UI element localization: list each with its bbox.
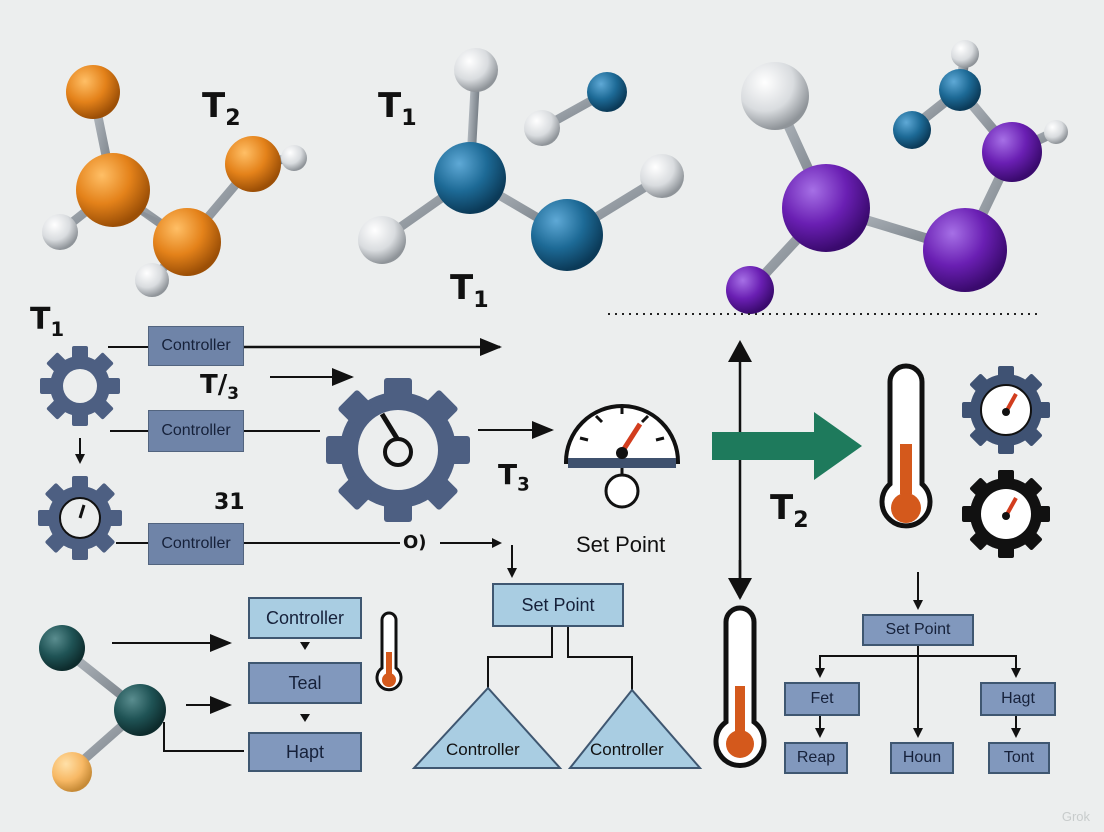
- o-paren-label: O): [403, 532, 427, 553]
- orange-atom: [66, 65, 120, 119]
- t1-label-left: T1: [30, 302, 65, 341]
- blue-atom: [587, 72, 627, 112]
- black-gauge-gear-icon: [962, 470, 1050, 558]
- stack-arrow-head: [300, 714, 310, 722]
- down-arrow-head: [728, 578, 752, 600]
- t-slash-3-label: T/3: [200, 370, 239, 404]
- triangle-controller-right: [567, 688, 703, 769]
- green-arrow-icon: [712, 412, 862, 480]
- blue-atom: [939, 69, 981, 111]
- t1-label: T1: [378, 86, 417, 131]
- controller-flow-lines: [108, 338, 554, 578]
- large-gauge-gear-icon: [326, 378, 470, 522]
- stack-hapt-box[interactable]: Hapt: [248, 732, 362, 772]
- purple-molecule: [726, 40, 1068, 314]
- controller-box-3[interactable]: Controller: [148, 523, 244, 565]
- t1-label-middle: T1: [450, 268, 489, 313]
- controller-box-1[interactable]: Controller: [148, 326, 244, 366]
- orange-molecule: [42, 65, 307, 297]
- stack-teal-box[interactable]: Teal: [248, 662, 362, 704]
- hydrogen-atom: [281, 145, 307, 171]
- t2-label: T2: [202, 86, 241, 131]
- hydrogen-atom: [741, 62, 809, 130]
- orange-atom: [76, 153, 150, 227]
- thermometer-icon: [879, 363, 933, 529]
- orange-atom: [153, 208, 221, 276]
- set-point-box-right[interactable]: Set Point: [862, 614, 974, 646]
- fet-box[interactable]: Fet: [784, 682, 860, 716]
- hagt-box[interactable]: Hagt: [980, 682, 1056, 716]
- set-point-box[interactable]: Set Point: [492, 583, 624, 627]
- purple-atom: [923, 208, 1007, 292]
- set-point-tree-lines: [487, 627, 633, 690]
- orange-atom: [225, 136, 281, 192]
- purple-atom: [726, 266, 774, 314]
- teal-atom: [114, 684, 166, 736]
- reap-box[interactable]: Reap: [784, 742, 848, 774]
- teal-molecule: [39, 625, 166, 792]
- stack-flow-lines: [112, 634, 244, 752]
- yellow-atom: [52, 752, 92, 792]
- t2-label-right: T2: [770, 488, 809, 533]
- hydrogen-atom: [135, 263, 169, 297]
- blue-atom: [893, 111, 931, 149]
- stack-controller-box[interactable]: Controller: [248, 597, 362, 639]
- hydrogen-atom: [1044, 120, 1068, 144]
- purple-atom: [782, 164, 870, 252]
- blue-atom: [434, 142, 506, 214]
- set-point-gauge-icon: [563, 404, 681, 509]
- bottom-thermometer-icon: [713, 605, 767, 768]
- hydrogen-atom: [640, 154, 684, 198]
- gauge-gear-icon: [38, 476, 122, 560]
- t3-label: T3: [498, 458, 530, 496]
- number-31-label: 31: [214, 490, 245, 515]
- triangle-left-label: Controller: [446, 740, 520, 759]
- triangle-controller-left: [411, 686, 563, 769]
- teal-atom: [39, 625, 85, 671]
- gear-icon: [40, 346, 120, 426]
- right-tree-lines: [815, 572, 1021, 738]
- blue-gauge-gear-icon: [962, 366, 1050, 454]
- triangle-right-label: Controller: [590, 740, 664, 759]
- tont-box[interactable]: Tont: [988, 742, 1050, 774]
- hydrogen-atom: [454, 48, 498, 92]
- hydrogen-atom: [358, 216, 406, 264]
- small-thermometer-icon: [375, 611, 403, 692]
- stack-arrow-head: [300, 642, 310, 650]
- hydrogen-atom: [951, 40, 979, 68]
- controller-box-2[interactable]: Controller: [148, 410, 244, 452]
- purple-atom: [982, 122, 1042, 182]
- watermark: Grok: [1061, 809, 1090, 824]
- houn-box[interactable]: Houn: [890, 742, 954, 774]
- hydrogen-atom: [524, 110, 560, 146]
- blue-molecule: [358, 48, 684, 271]
- up-arrow-head: [728, 340, 752, 362]
- gauge-caption: Set Point: [576, 532, 666, 557]
- blue-atom: [531, 199, 603, 271]
- hydrogen-atom: [42, 214, 78, 250]
